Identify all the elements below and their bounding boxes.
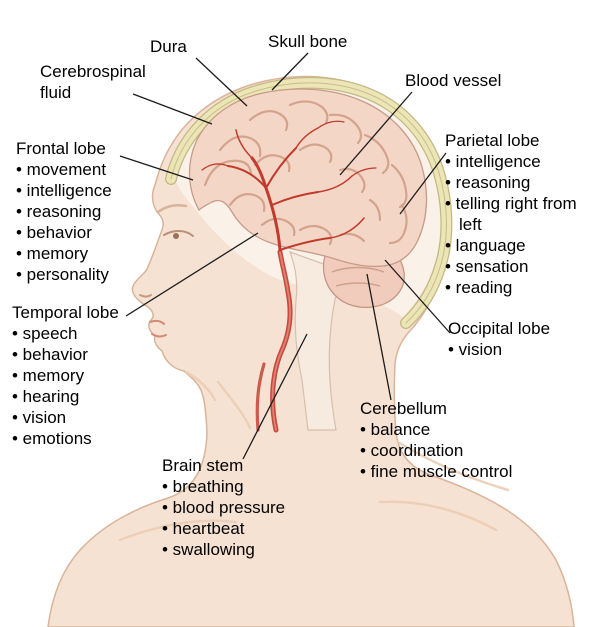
- leader-blood-vessel: [339, 91, 413, 176]
- function-item: • breathing: [162, 477, 244, 496]
- leader-occipital-lobe: [384, 259, 451, 334]
- function-item: • reasoning: [16, 202, 102, 221]
- function-item: • reading: [445, 278, 513, 297]
- label-title: Parietal lobe: [445, 131, 540, 150]
- label-title: Brain stem: [162, 456, 244, 475]
- label-functions: • movement • intelligence • reasoning • beh…: [16, 159, 156, 285]
- face-details: [139, 204, 194, 338]
- function-item: • behavior: [16, 223, 92, 242]
- lower-lip: [151, 333, 167, 338]
- function-item: • behavior: [12, 345, 88, 364]
- label-functions: • vision: [448, 339, 593, 360]
- function-item: • memory: [16, 244, 89, 263]
- eyebrow: [156, 204, 188, 214]
- upper-lip: [149, 319, 165, 325]
- function-item: • coordination: [360, 441, 464, 460]
- label-title: Cerebellum: [360, 399, 447, 418]
- leader-temporal-lobe: [125, 232, 259, 317]
- label-title: Dura: [150, 37, 187, 56]
- label-title: Skull bone: [268, 32, 348, 51]
- leader-frontal-lobe: [119, 155, 194, 181]
- eye: [163, 230, 194, 237]
- label-functions: • breathing • blood pressure • heartbeat • …: [162, 476, 332, 560]
- function-item: • vision: [448, 340, 503, 359]
- label-functions: • speech • behavior • memory • hearing • vis…: [12, 323, 152, 449]
- skull-band: [165, 76, 453, 329]
- function-item: • blood pressure: [162, 498, 286, 517]
- function-item: • fine muscle control: [360, 462, 513, 481]
- function-item: • personality: [16, 265, 109, 284]
- function-item: • reasoning: [445, 173, 531, 192]
- function-item: • balance: [360, 420, 431, 439]
- label-skull-bone: Skull bone: [268, 31, 347, 52]
- function-item: • swallowing: [162, 540, 255, 559]
- iris: [173, 233, 179, 239]
- function-item: • speech: [12, 324, 78, 343]
- gyri-texture: [203, 100, 408, 246]
- dura-layer-line: [170, 82, 447, 324]
- function-item: • emotions: [12, 429, 92, 448]
- label-occipital-lobe: Occipital lobe • vision: [448, 318, 593, 360]
- function-item: • intelligence: [445, 152, 541, 171]
- neck-artery: [255, 249, 293, 433]
- label-title: Cerebrospinal fluid: [40, 62, 146, 102]
- cerebrum-shape: [188, 88, 428, 268]
- leader-dura: [195, 57, 248, 107]
- function-item: • hearing: [12, 387, 80, 406]
- function-item: • heartbeat: [162, 519, 245, 538]
- function-item: • language: [445, 236, 526, 255]
- label-functions: • intelligence • reasoning • telling right…: [445, 151, 595, 298]
- label-cerebellum: Cerebellum • balance • coordination • fine…: [360, 398, 570, 482]
- label-functions: • balance • coordination • fine muscle con…: [360, 419, 570, 482]
- function-item: • vision: [12, 408, 67, 427]
- leader-cerebrospinal-fluid: [132, 93, 213, 125]
- label-frontal-lobe: Frontal lobe • movement • intelligence • r…: [16, 138, 156, 285]
- leader-parietal-lobe: [399, 152, 447, 215]
- label-cerebrospinal-fluid: Cerebrospinal fluid: [40, 61, 158, 103]
- label-title: Temporal lobe: [12, 303, 119, 322]
- leader-lines: [119, 52, 451, 460]
- leader-cerebellum: [366, 273, 392, 401]
- label-title: Frontal lobe: [16, 139, 106, 158]
- cerebral-arteries: [201, 120, 377, 252]
- label-blood-vessel: Blood vessel: [405, 70, 501, 91]
- leader-brain-stem: [242, 333, 308, 460]
- nostril: [139, 294, 152, 298]
- skin-shading: [118, 370, 510, 542]
- label-temporal-lobe: Temporal lobe • speech • behavior • memory…: [12, 302, 152, 449]
- function-item: • movement: [16, 160, 107, 179]
- label-title: Blood vessel: [405, 71, 502, 90]
- label-brain-stem: Brain stem • breathing• blood pressure• …: [162, 455, 332, 560]
- label-dura: Dura: [150, 36, 187, 57]
- function-item: • intelligence: [16, 181, 112, 200]
- label-parietal-lobe: Parietal lobe • intelligence• reasoning•…: [445, 130, 595, 298]
- leader-skull-bone: [271, 52, 309, 91]
- function-item: • memory: [12, 366, 85, 385]
- function-item: • sensation: [445, 257, 529, 276]
- label-title: Occipital lobe: [448, 319, 551, 338]
- function-item: • telling right from left: [445, 194, 577, 234]
